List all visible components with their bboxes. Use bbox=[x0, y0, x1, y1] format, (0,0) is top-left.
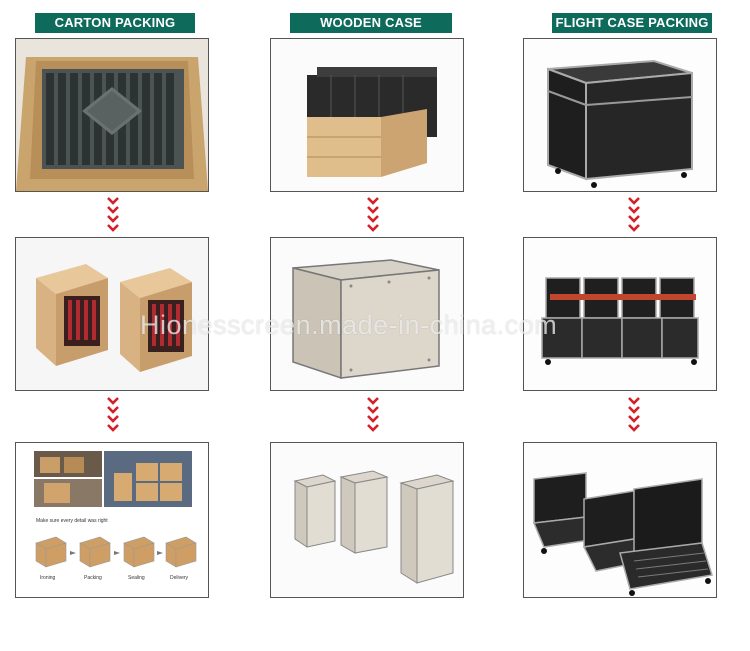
process-step-packing: Packing bbox=[84, 575, 102, 581]
process-step-delivery: Delivery bbox=[170, 575, 189, 581]
flight-case-photo-open-cases bbox=[523, 442, 717, 598]
process-note: Make sure every detail was right bbox=[36, 518, 108, 524]
carton-photo-boxes-with-modules bbox=[15, 237, 209, 391]
wooden-photo-crate bbox=[270, 237, 464, 391]
process-step-sealing: Sealing bbox=[128, 575, 145, 581]
wooden-photo-three-crates bbox=[270, 442, 464, 598]
carton-photo-open-box bbox=[15, 38, 209, 192]
down-arrow-icon bbox=[628, 397, 640, 432]
wooden-photo-pallet bbox=[270, 38, 464, 192]
down-arrow-icon bbox=[367, 397, 379, 432]
down-arrow-icon bbox=[628, 197, 640, 232]
down-arrow-icon bbox=[107, 197, 119, 232]
header-carton-packing: CARTON PACKING bbox=[35, 13, 195, 33]
flight-case-photo-closed bbox=[523, 38, 717, 192]
header-wooden-case-packing: WOODEN CASE PACKING bbox=[290, 13, 452, 50]
process-step-ironing: Ironing bbox=[40, 575, 56, 581]
carton-photo-warehouse-process: Make sure every detail was right Ironing… bbox=[15, 442, 209, 598]
down-arrow-icon bbox=[367, 197, 379, 232]
header-flight-case-packing: FLIGHT CASE PACKING bbox=[552, 13, 712, 33]
flight-case-photo-open-row bbox=[523, 237, 717, 391]
down-arrow-icon bbox=[107, 397, 119, 432]
